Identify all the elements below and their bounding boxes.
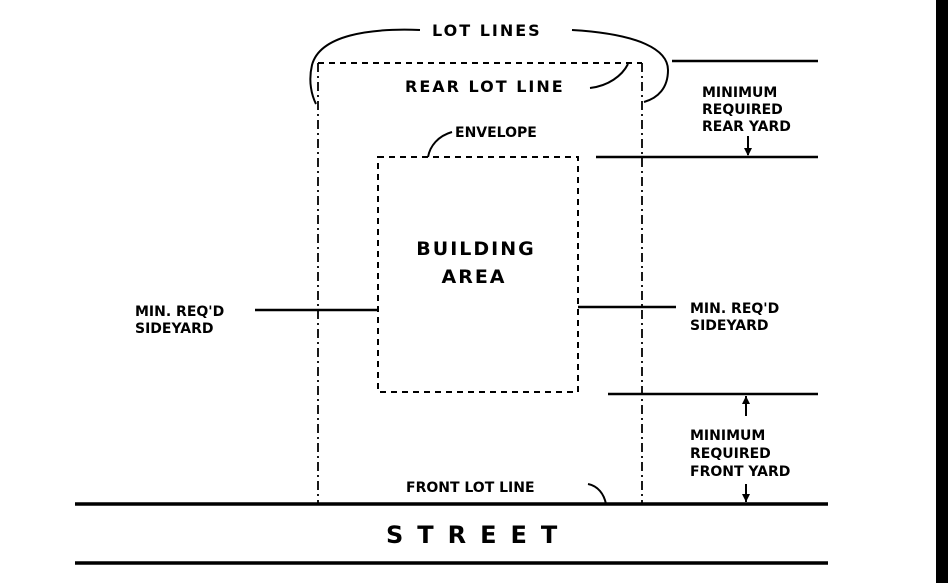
building-area-label-line2: AREA bbox=[441, 266, 506, 288]
building-envelope bbox=[377, 156, 579, 393]
front-yard-arrow-down-icon bbox=[742, 494, 750, 502]
building-area-label-line1: BUILDING bbox=[416, 238, 535, 260]
min-front-yard-label-line1: MINIMUM bbox=[690, 428, 765, 444]
left-sideyard-label-line1: MIN. REQ'D bbox=[135, 304, 224, 320]
right-sideyard-label-line1: MIN. REQ'D bbox=[690, 301, 779, 317]
lot-lines-label: LOT LINES bbox=[432, 21, 542, 40]
min-rear-yard-label-line3: REAR YARD bbox=[702, 119, 791, 135]
left-sideyard-label-line2: SIDEYARD bbox=[135, 321, 214, 337]
street-label: STREET bbox=[386, 521, 571, 549]
right-edge-bar bbox=[936, 0, 948, 583]
envelope-label: ENVELOPE bbox=[455, 125, 537, 141]
min-front-yard-label-line2: REQUIRED bbox=[690, 446, 771, 462]
right-sideyard-label-line2: SIDEYARD bbox=[690, 318, 769, 334]
min-rear-yard-label-line2: REQUIRED bbox=[702, 102, 783, 118]
lot-lines-leader-right bbox=[571, 29, 670, 103]
min-rear-yard-label-line1: MINIMUM bbox=[702, 85, 777, 101]
rear-lot-line-leader bbox=[589, 63, 629, 89]
rear-lot-line-label: REAR LOT LINE bbox=[405, 77, 565, 96]
envelope-leader bbox=[427, 131, 453, 158]
front-lot-line-leader bbox=[587, 483, 607, 505]
lot-lines-leader-left bbox=[309, 28, 421, 105]
front-yard-arrow-up-icon bbox=[742, 396, 750, 404]
front-lot-line-label: FRONT LOT LINE bbox=[406, 480, 535, 496]
rear-yard-arrow-icon bbox=[744, 148, 752, 156]
min-front-yard-label-line3: FRONT YARD bbox=[690, 464, 790, 480]
